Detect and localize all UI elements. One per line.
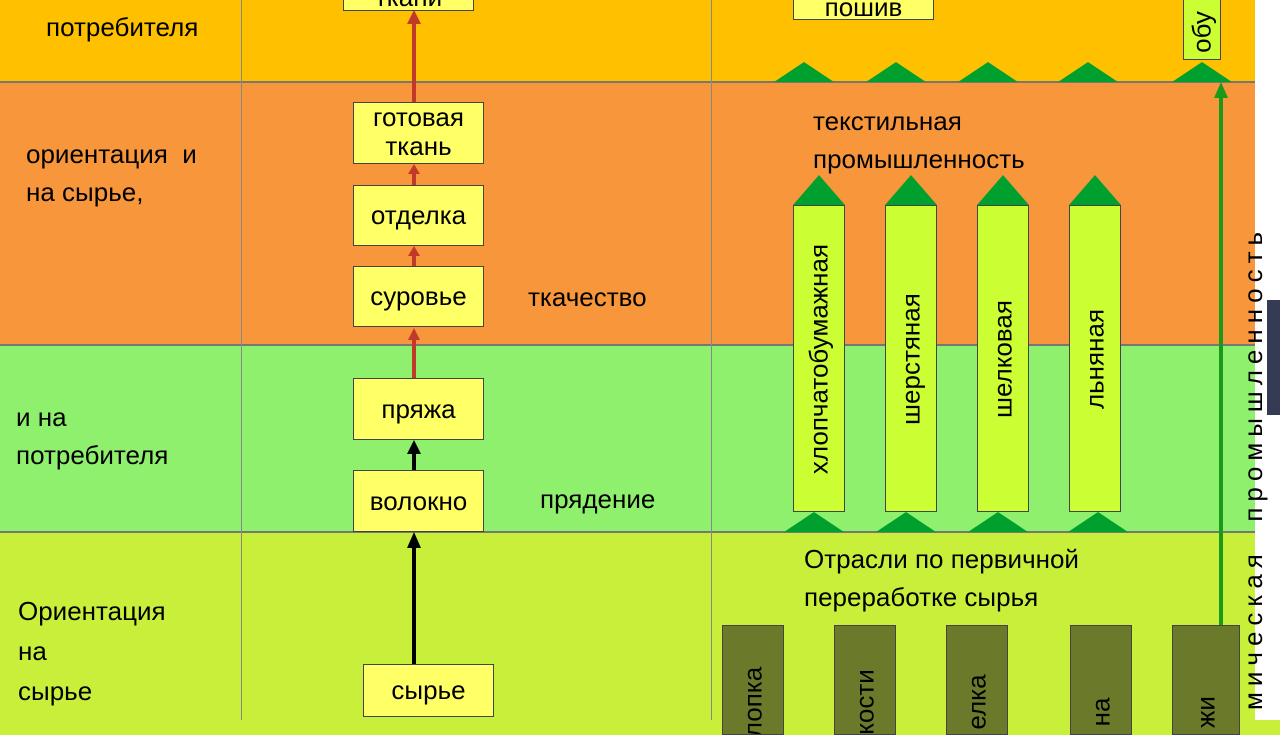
box-finishing: отделка [353,185,484,246]
primary-processing-title: Отрасли по первичной переработке сырья [804,544,1079,612]
branch-linen-label: льняная [1079,308,1110,409]
arrowhead [408,164,420,174]
arrowhead [407,440,421,454]
chain-arrows [407,10,1228,664]
row-divider [0,531,1280,533]
dark-marker [1267,300,1280,415]
triangle-marker [1068,512,1128,532]
box-fiber-label: волокно [369,485,468,516]
row-label-consumer: потребителя [46,12,199,42]
branch-cotton-label: хлопчатобумажная [803,243,834,474]
row-divider [0,81,1280,83]
triangle-marker [876,512,936,532]
triangle-marker [1058,62,1118,82]
band-and-consumer [0,345,1280,532]
stage-spinning: прядение [540,484,656,514]
chemical-industry-label: мическая промышленность [1238,225,1268,710]
box-yarn-label: пряжа [381,393,456,424]
box-finished-fabric-label: готовая ткань [373,102,464,161]
triangle-cap [885,175,937,205]
arrowhead [407,10,421,24]
right-strip [1255,0,1280,720]
primary-column-5-label: жи [1190,696,1221,729]
branch-linen: льняная [1069,205,1121,512]
arrowhead [1214,82,1228,98]
box-sewing-label: пошив [824,0,903,20]
triangle-marker [866,62,926,82]
primary-column-2-label: кости [849,668,880,735]
row-label-raw-and: ориентация и на сырье, [26,139,197,207]
triangle-marker [1172,62,1232,82]
box-fabrics-label: ткани [375,0,442,10]
arrowhead [408,328,420,340]
box-fabrics: ткани [343,0,474,11]
arrowhead [408,246,420,256]
triangle-marker [958,62,1018,82]
primary-column-3: елка [946,625,1008,735]
column-divider [711,0,712,720]
triangle-cap [977,175,1029,205]
arrowhead [407,532,421,548]
stage-weaving: ткачество [528,282,647,312]
triangle-cap [793,175,845,205]
primary-column-1: лопка [722,625,784,735]
band-raw-and-consumer [0,82,1280,345]
triangle-marker [968,512,1028,532]
primary-column-3-label: елка [961,674,992,730]
row-label-raw: Ориентация на сырье [18,596,166,706]
box-raw-label: сырье [391,675,466,705]
primary-column-2: кости [834,625,896,735]
column-divider [241,0,242,720]
box-sewing: пошив [793,0,934,20]
primary-column-4-label: на [1085,697,1116,727]
box-greige: суровье [353,266,484,327]
vertical-text-clip: мическая промышленность [1232,0,1272,720]
box-finished-fabric: готовая ткань [353,102,484,164]
band-raw [0,532,1280,720]
row-divider [0,344,1280,346]
triangle-marker [784,512,844,532]
primary-column-1-label: лопка [737,666,768,735]
branch-silk: шелковая [977,205,1029,512]
branch-wool: шерстяная [885,205,937,512]
textile-industry-title: текстильная промышленность [813,106,1025,174]
primary-column-4: на [1070,625,1132,735]
primary-column-5: жи [1172,625,1240,735]
box-raw: сырье [363,664,494,717]
box-fiber: волокно [353,470,484,532]
triangle-marker [774,62,834,82]
branch-cotton: хлопчатобумажная [793,205,845,512]
box-yarn: пряжа [353,378,484,440]
box-footwear: обу [1183,0,1221,60]
row-label-and-consumer: и на потребителя [16,402,169,470]
branch-wool-label: шерстяная [895,292,926,425]
triangle-cap [1069,175,1121,205]
branch-silk-label: шелковая [987,299,1018,418]
box-greige-label: суровье [370,281,467,311]
box-finishing-label: отделка [370,200,467,230]
box-footwear-label: обу [1186,11,1217,53]
